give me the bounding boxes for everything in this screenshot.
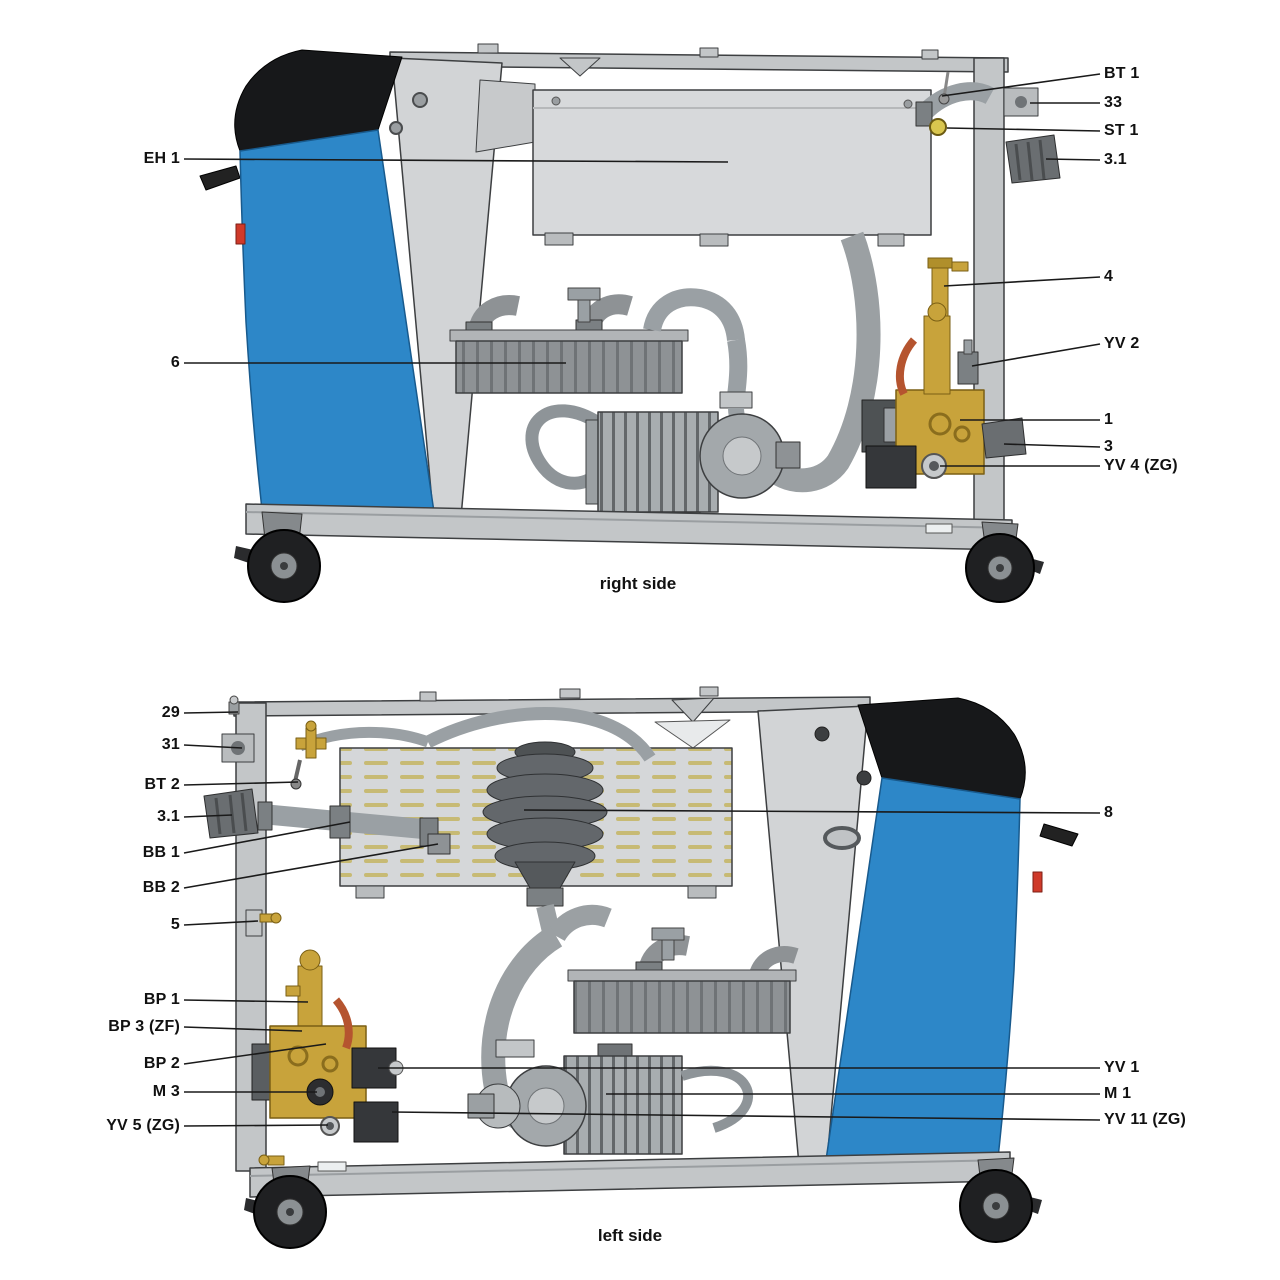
callout-1: 1 bbox=[1104, 411, 1114, 428]
blue-front-panel bbox=[239, 129, 435, 520]
valve-yv2 bbox=[957, 351, 979, 385]
left-side-view bbox=[203, 686, 1079, 1249]
leader-yv11 bbox=[391, 1111, 1101, 1121]
leader-bp1 bbox=[183, 999, 309, 1003]
leader-st1 bbox=[946, 127, 1101, 132]
enclosure-panels bbox=[757, 697, 1079, 1177]
callout-bp2: BP 2 bbox=[143, 1055, 180, 1072]
main-return-pipe bbox=[769, 231, 881, 493]
clamp-bb2 bbox=[427, 833, 451, 855]
eh1-heater-box bbox=[475, 79, 932, 247]
callout-33: 33 bbox=[1104, 94, 1123, 111]
callout-5: 5 bbox=[170, 916, 180, 933]
callout-29: 29 bbox=[161, 704, 180, 721]
brass-pump-assembly bbox=[251, 949, 404, 1166]
leader-yv2 bbox=[971, 343, 1101, 367]
red-lever bbox=[895, 337, 918, 396]
brass-pump-assembly bbox=[861, 302, 1027, 489]
handle-cutout bbox=[823, 826, 861, 850]
red-lever bbox=[332, 997, 353, 1050]
callout-bp1: BP 1 bbox=[143, 991, 180, 1008]
callout-eh1: EH 1 bbox=[143, 150, 180, 167]
black-corner-panel bbox=[234, 49, 403, 152]
caption-left-side: left side bbox=[597, 1226, 663, 1245]
callout-4: 4 bbox=[1104, 268, 1114, 285]
callout-bp3: BP 3 (ZF) bbox=[108, 1018, 180, 1035]
callout-m3: M 3 bbox=[152, 1083, 180, 1100]
motor-m1 bbox=[467, 1043, 753, 1155]
hose-loop bbox=[525, 404, 606, 490]
blue-front-panel bbox=[825, 777, 1021, 1168]
bellows-8 bbox=[482, 741, 608, 907]
red-latch bbox=[235, 223, 246, 245]
leader-3-1-right bbox=[1045, 158, 1101, 161]
callout-yv5: YV 5 (ZG) bbox=[106, 1117, 180, 1134]
leader-3 bbox=[1003, 443, 1101, 448]
leader-bt1 bbox=[941, 73, 1101, 97]
leader-yv5 bbox=[183, 1124, 329, 1127]
st1-sensor bbox=[929, 118, 947, 136]
leader-bb1 bbox=[183, 821, 351, 854]
black-corner-panel bbox=[857, 697, 1026, 800]
callout-bb1: BB 1 bbox=[142, 844, 180, 861]
leader-bb2 bbox=[183, 843, 439, 889]
panel-screw bbox=[412, 92, 428, 108]
handle bbox=[199, 165, 241, 191]
cable-loop bbox=[680, 1065, 753, 1133]
cooler-6 bbox=[449, 287, 689, 394]
callout-3-1-right: 3.1 bbox=[1104, 151, 1127, 168]
callout-6: 6 bbox=[170, 354, 180, 371]
callout-yv2: YV 2 bbox=[1104, 335, 1140, 352]
callout-st1: ST 1 bbox=[1104, 122, 1139, 139]
callout-3: 3 bbox=[1104, 438, 1114, 455]
leader-8 bbox=[523, 809, 1101, 814]
motor-pump bbox=[585, 411, 801, 523]
base-and-casters bbox=[234, 503, 1044, 603]
leader-lines bbox=[183, 73, 1101, 1127]
callout-yv11: YV 11 (ZG) bbox=[1104, 1111, 1187, 1128]
panel-screw bbox=[389, 121, 403, 135]
callout-m1: M 1 bbox=[1104, 1085, 1132, 1102]
leader-5 bbox=[183, 920, 259, 926]
leader-bt2 bbox=[183, 781, 299, 786]
callout-yv4: YV 4 (ZG) bbox=[1104, 457, 1178, 474]
base-and-casters bbox=[244, 1151, 1042, 1249]
callout-bb2: BB 2 bbox=[142, 879, 180, 896]
leader-bp3 bbox=[183, 1026, 303, 1032]
top-right-fittings bbox=[915, 71, 1061, 331]
enclosure-panels bbox=[199, 49, 503, 529]
handle bbox=[1039, 823, 1079, 847]
leader-3-1-left bbox=[183, 814, 233, 818]
caster-right bbox=[965, 521, 1044, 603]
callout-yv1: YV 1 bbox=[1104, 1059, 1140, 1076]
caption-right-side: right side bbox=[599, 574, 677, 593]
caster-left bbox=[244, 1165, 327, 1249]
leader-eh1 bbox=[183, 158, 729, 163]
valve-column-4 bbox=[923, 315, 951, 395]
callout-31: 31 bbox=[161, 736, 180, 753]
leader-29 bbox=[183, 711, 239, 714]
bt1-sensor-body bbox=[938, 93, 950, 105]
callout-bt2: BT 2 bbox=[144, 776, 180, 793]
solenoid-yv4 bbox=[865, 445, 917, 489]
coupling-3 bbox=[981, 417, 1027, 459]
coupling-3-1 bbox=[1005, 134, 1061, 184]
cooler bbox=[567, 927, 799, 1034]
leader-4 bbox=[943, 276, 1101, 287]
solenoid-yv5 bbox=[353, 1101, 399, 1143]
red-latch bbox=[1032, 871, 1043, 893]
right-side-view bbox=[199, 43, 1061, 603]
caster-left bbox=[234, 511, 321, 603]
callout-3-1-left: 3.1 bbox=[157, 808, 180, 825]
bracket-5 bbox=[245, 909, 263, 937]
leader-31 bbox=[183, 744, 243, 749]
leader-bp2 bbox=[183, 1043, 327, 1065]
coupling-3-1 bbox=[203, 788, 259, 839]
callout-bt1: BT 1 bbox=[1104, 65, 1140, 82]
caster-right bbox=[959, 1157, 1042, 1243]
drain-cock bbox=[951, 261, 969, 272]
callout-8: 8 bbox=[1104, 804, 1114, 821]
